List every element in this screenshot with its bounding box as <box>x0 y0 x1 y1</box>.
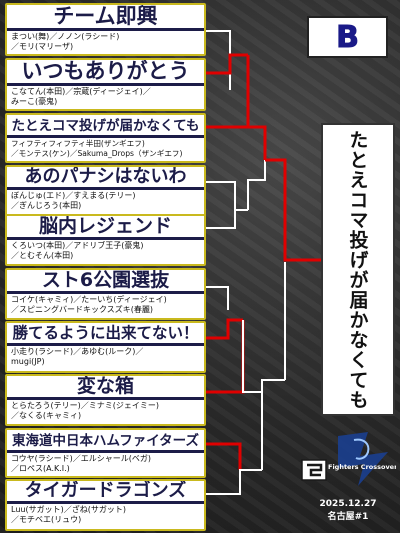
divider <box>7 501 204 504</box>
block-label: B <box>307 16 388 58</box>
team-name: たとえコマ投げが届かなくても <box>11 118 200 134</box>
team-members-line: コイケ(キャミィ)／たーいち(ディージェイ) <box>11 295 167 304</box>
team-members-line: ぼんじゅ(エド)／すえまる(テリー) <box>11 191 136 200</box>
line-team4 <box>206 181 236 210</box>
fighters-crossover-logo: Fighters Crossover <box>298 430 398 488</box>
logo-text: Fighters Crossover <box>328 463 396 471</box>
team-name: スト6公園選抜 <box>41 269 170 291</box>
team-members-line: ／ロペス(A.K.I.) <box>11 464 70 473</box>
team-name: 東海道中日本ハムファイターズ <box>12 433 199 449</box>
team-members-line: ／なくる(キャミィ) <box>11 411 82 420</box>
team-members-line: みーこ(豪鬼) <box>11 97 58 106</box>
divider <box>7 187 204 190</box>
event-info: 2025.12.27 名古屋#1 <box>298 498 398 524</box>
line-semi-top <box>265 158 321 262</box>
event-venue: 名古屋#1 <box>327 512 369 522</box>
divider <box>7 237 204 240</box>
divider <box>7 83 204 86</box>
line-team9 <box>206 442 242 470</box>
team-name: 勝てるように出来てない！ <box>12 324 199 342</box>
team-name: チーム即興 <box>53 4 158 28</box>
team-members-line: ／モチベエ(リュウ) <box>11 515 82 524</box>
winner-box: たとえコマ投げが届かなくても <box>321 123 395 416</box>
line-r2-top <box>246 55 267 160</box>
line-team6 <box>206 286 229 310</box>
team-name: あのパナシはないわ <box>24 166 187 187</box>
team-name: 変な箱 <box>76 375 134 397</box>
team-members-line: ／とむそん(本田) <box>11 251 74 260</box>
divider <box>7 397 204 400</box>
team-members-line: mugi(JP) <box>11 357 45 366</box>
team-members-line: ／スピニングバードキックスズキ(春麗) <box>11 305 154 314</box>
team-card-1: チーム即興 まつい(舞)／ノノン(ラシード)／モリ(マリーザ) <box>5 3 206 56</box>
team-card-8: 変な箱 とらたろう(テリー)／ミナミ(ジェイミー)／なくる(キャミィ) <box>5 374 206 426</box>
character-art-icon <box>338 432 388 486</box>
line-r2-mid <box>247 160 266 210</box>
team-card-6: スト6公園選抜 コイケ(キャミィ)／たーいち(ディージェイ)／スピニングバードキ… <box>5 268 206 320</box>
team-card-5: 脳内レジェンド くろいつ(本田)／アドリブ王子(豪鬼)／とむそん(本田) <box>5 214 206 266</box>
divider <box>7 28 204 31</box>
team-card-7: 勝てるように出来てない！ 小走り(ラシード)／あゆむ(ルーク)／mugi(JP) <box>5 321 206 373</box>
team-members-line: こなてん(本田)／宗蔵(ディージェイ)／ <box>11 87 151 96</box>
team-name: いつもありがとう <box>21 59 190 83</box>
line-team1 <box>206 30 231 90</box>
team-members-line: ／ぎんじろう(本田) <box>11 201 82 210</box>
line-team5 <box>206 209 248 229</box>
team-members-line: ／モンテス(ケン)／Sakuma_Drops（ザンギエフ) <box>11 149 183 158</box>
divider <box>7 135 204 138</box>
team-members-line: ／モリ(マリーザ) <box>11 42 74 51</box>
team-members-line: フィフティフィフティ半田(ザンギエフ) <box>11 139 145 148</box>
line-team3 <box>206 55 250 129</box>
team-name: 脳内レジェンド <box>38 215 172 237</box>
team-card-4: あのパナシはないわ ぼんじゅ(エド)／すえまる(テリー)／ぎんじろう(本田) <box>5 165 206 218</box>
team-members-line: くろいつ(本田)／アドリブ王子(豪鬼) <box>11 241 144 250</box>
team-members-line: とらたろう(テリー)／ミナミ(ジェイミー) <box>11 401 160 410</box>
team-card-10: タイガードラゴンズ Luu(サガット)／ざね(サガット)／モチベエ(リュウ) <box>5 479 206 531</box>
line-team10 <box>206 469 262 495</box>
block-letter: B <box>336 19 360 55</box>
winner-name: たとえコマ投げが届かなくても <box>346 129 369 410</box>
team-members-line: Luu(サガット)／ざね(サガット) <box>11 505 126 514</box>
team-members-line: コウヤ(ラシード)／エルシャール(ベガ) <box>11 454 152 463</box>
event-date: 2025.12.27 <box>319 499 377 509</box>
line-team8 <box>206 320 245 394</box>
line-r2-bottom <box>242 320 263 393</box>
team-name: タイガードラゴンズ <box>24 480 187 501</box>
line-team2 <box>206 53 248 75</box>
team-members-line: 小走り(ラシード)／あゆむ(ルーク)／ <box>11 347 144 356</box>
divider <box>7 450 204 453</box>
divider <box>7 343 204 346</box>
team-card-9: 東海道中日本ハムファイターズ コウヤ(ラシード)／エルシャール(ベガ)／ロペス(… <box>5 428 206 478</box>
team-members-line: まつい(舞)／ノノン(ラシード) <box>11 32 120 41</box>
team-card-3: たとえコマ投げが届かなくても フィフティフィフティ半田(ザンギエフ)／モンテス(… <box>5 113 206 163</box>
line-r2-low <box>261 379 285 470</box>
divider <box>7 291 204 294</box>
team-card-2: いつもありがとう こなてん(本田)／宗蔵(ディージェイ)／みーこ(豪鬼) <box>5 58 206 111</box>
line-team7 <box>206 318 243 340</box>
